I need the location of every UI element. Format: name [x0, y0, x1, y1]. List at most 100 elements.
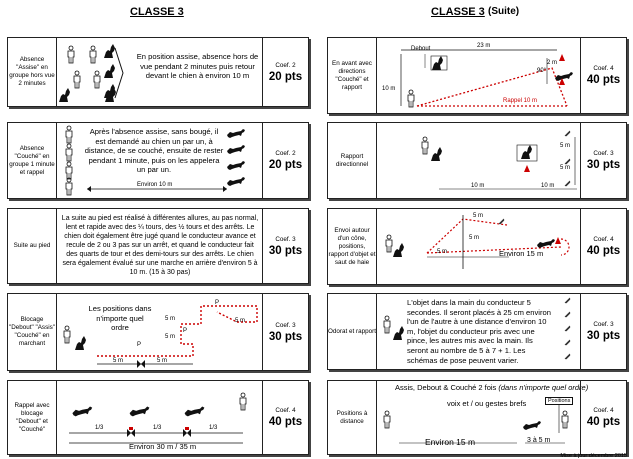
points-box: Coef. 2 20 pts [262, 38, 308, 106]
exercise-diagram: L'objet dans la main du conducteur 5 sec… [377, 294, 581, 369]
exercise-label: Blocage "Debout" "Assis" "Couché" en mar… [8, 294, 57, 370]
distance-3-5-label: 3 à 5 m [527, 437, 551, 444]
points-box: Coef. 3 30 pts [262, 209, 308, 283]
points-box: Coef. 4 40 pts [580, 38, 626, 113]
points-box: Coef. 3 30 pts [262, 294, 308, 370]
cone-send-diagram [385, 215, 570, 269]
exercise-card-odorat: Odorat et rapport L'objet dans la main d… [327, 293, 627, 370]
points-value: 40 pts [268, 416, 303, 428]
exercise-label: Positions à distance [328, 381, 377, 454]
exercise-card-positions-distance: Positions à distance Assis, Debout & Cou… [327, 380, 627, 455]
points-box: Coef. 3 30 pts [580, 123, 626, 198]
exercise-description: En position assise, absence hors de vue … [136, 52, 259, 81]
distance-label: 5 m [113, 358, 124, 364]
points-value: 40 pts [586, 74, 621, 86]
exercise-card-absence-couche: Absence "Couché" en groupe 1 minute et r… [7, 122, 309, 199]
left-column-title: CLASSE 3 [130, 6, 184, 18]
points-box: Coef. 4 40 pts [262, 381, 308, 454]
coefficient-label: Coef. 3 [275, 235, 296, 243]
exercise-label: Absence "Assise" en groupe hors vue 2 mi… [8, 38, 57, 106]
environ-15-label: Environ 15 m [499, 249, 544, 258]
positions-text: Assis, Debout & Couché 2 fois [395, 383, 499, 392]
handler-icon [239, 392, 247, 411]
exercise-label: Rappel avec blocage "Debout" et "Couché" [8, 381, 57, 454]
exercise-description: La suite au pied est réalisé à différent… [61, 215, 259, 276]
positions-line: Assis, Debout & Couché 2 fois (dans n'im… [395, 383, 588, 392]
points-value: 20 pts [268, 159, 303, 171]
coefficient-label: Coef. 4 [593, 236, 614, 243]
exercise-diagram: Assis, Debout & Couché 2 fois (dans n'im… [377, 381, 588, 454]
sitting-dogs-icon [104, 44, 115, 98]
exercise-diagram: 1/3 1/3 1/3 Environ 30 m / 35 m [57, 381, 262, 454]
third-label: 1/3 [153, 425, 162, 431]
exercise-diagram: Debout 23 m 10 m 90° 2 m Rappel 10 m [377, 38, 581, 113]
points-value: 40 pts [586, 416, 621, 428]
exercise-card-envoi-cone: Envoi autour d'un cône, positions, rappo… [327, 208, 627, 285]
distance-5-b: 5 m [560, 165, 571, 171]
walking-path [97, 305, 258, 368]
direction-chevron-icon [114, 47, 124, 99]
points-value: 40 pts [586, 245, 621, 257]
angle-label: 90° [537, 68, 547, 74]
third-label: 1/3 [95, 425, 104, 431]
thirds-line [69, 427, 243, 437]
distance-10-a: 10 m [471, 183, 485, 189]
exercise-card-blocage: Blocage "Debout" "Assis" "Couché" en mar… [7, 293, 309, 371]
exercise-card-en-avant: En avant avec directions "Couché" et rap… [327, 37, 627, 114]
distance-5-bottom: 5 m [437, 249, 448, 255]
exercise-card-rapport-directionnel: Rapport directionnel 10 m 10 m 5 m 5 m C… [327, 122, 627, 199]
coefficient-label: Coef. 2 [275, 150, 296, 157]
exercise-diagram: La suite au pied est réalisé à différent… [57, 209, 262, 283]
exercise-diagram: 5 m 5 m 5 m Environ 15 m [377, 209, 581, 284]
distance-5-a: 5 m [560, 143, 571, 149]
commands-line: voix et / ou gestes brefs [447, 399, 527, 408]
distance-2-label: 2 m [547, 60, 558, 66]
exercise-description: L'objet dans la main du conducteur 5 sec… [407, 298, 551, 365]
rappel-label: Rappel 10 m [503, 98, 538, 104]
exercise-label: En avant avec directions "Couché" et rap… [328, 38, 377, 113]
coefficient-label: Coef. 4 [593, 65, 614, 72]
coefficient-label: Coef. 2 [275, 61, 296, 69]
distance-label: 5 m [165, 316, 176, 322]
distance-diagram [383, 405, 569, 444]
points-value: 20 pts [268, 70, 303, 83]
exercise-card-suite-au-pied: Suite au pied La suite au pied est réali… [7, 208, 309, 284]
exercise-label: Odorat et rapport [328, 294, 377, 369]
debout-label: Debout [411, 46, 431, 52]
points-box: Coef. 2 20 pts [262, 123, 308, 198]
exercise-description: Après l'absence assise, sans bougé, il e… [84, 127, 224, 175]
points-value: 30 pts [586, 159, 621, 171]
distance-23-label: 23 m [477, 43, 491, 49]
points-box: Coef. 4 40 pts [580, 209, 626, 284]
coefficient-label: Coef. 4 [275, 407, 296, 414]
coefficient-label: Coef. 3 [593, 321, 614, 328]
positions-sign: Positions [545, 397, 574, 405]
exercise-description: Les positions dans n'importe quel ordre [88, 304, 152, 333]
exercise-label: Envoi autour d'un cône, positions, rappo… [328, 209, 377, 284]
right-column-subtitle: (Suite) [488, 6, 520, 17]
coefficient-label: Coef. 3 [275, 321, 296, 329]
exercise-card-rappel-blocage: Rappel avec blocage "Debout" et "Couché"… [7, 380, 309, 455]
exercise-label: Suite au pied [8, 209, 57, 283]
distance-label: Environ 10 m [137, 182, 173, 188]
handlers-icon [65, 125, 73, 196]
total-distance-label: Environ 30 m / 35 m [129, 442, 197, 451]
points-value: 30 pts [586, 330, 621, 342]
points-box: Coef. 3 30 pts [580, 294, 626, 369]
points-box: Coef. 4 40 pts [580, 381, 626, 454]
distance-arrow [87, 186, 227, 192]
send-away-diagram [400, 49, 573, 108]
distance-label: 5 m [165, 334, 176, 340]
coefficient-label: Coef. 3 [593, 150, 614, 157]
points-value: 30 pts [268, 244, 303, 257]
coefficient-label: Coef. 4 [593, 407, 614, 414]
footer-update-note: Mise à jour décembre 2015 [560, 453, 627, 459]
positions-order-note: (dans n'importe quel ordre) [498, 383, 589, 392]
distance-5-side: 5 m [469, 235, 480, 241]
distance-5-top: 5 m [473, 213, 484, 219]
exercise-card-absence-assise: Absence "Assise" en groupe hors vue 2 mi… [7, 37, 309, 107]
total-distance-arrow [69, 442, 243, 444]
exercise-diagram: 10 m 10 m 5 m 5 m [377, 123, 581, 198]
third-label: 1/3 [209, 425, 218, 431]
environ-15-label: Environ 15 m [425, 437, 476, 447]
